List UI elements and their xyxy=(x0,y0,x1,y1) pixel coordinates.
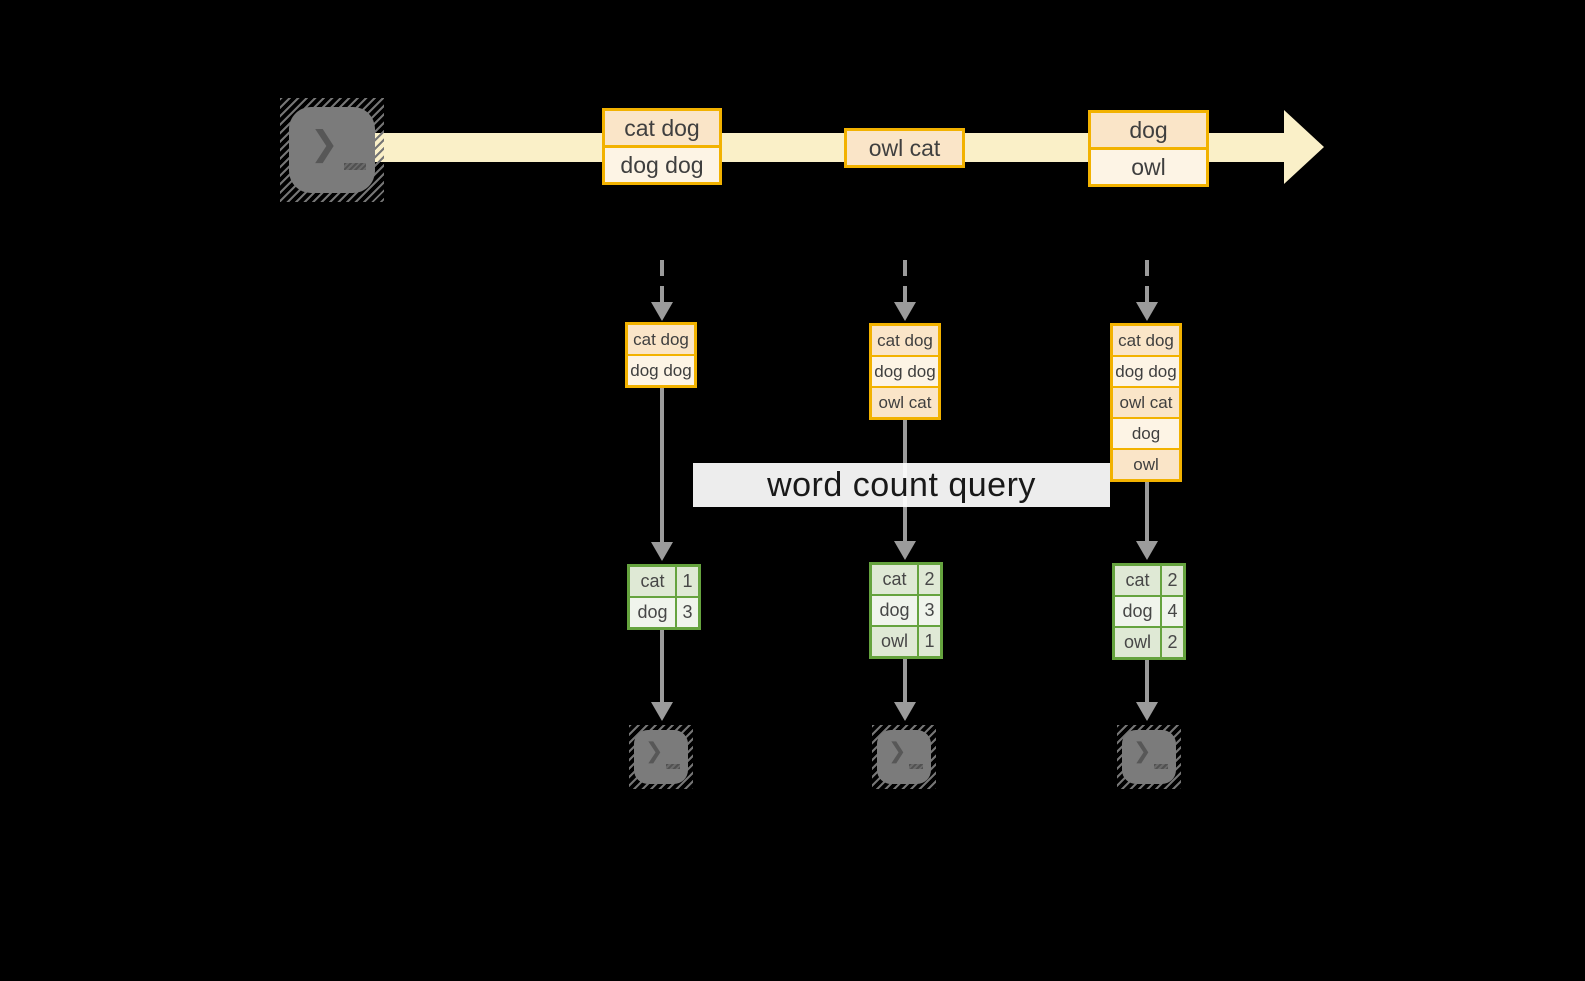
table-row: dog 3 xyxy=(630,596,698,627)
ingest-arrowhead-1-icon xyxy=(651,302,673,321)
terminal-prompt-icon: ❯ xyxy=(1133,738,1152,763)
input-record: cat dog xyxy=(872,326,938,355)
count-cell: 2 xyxy=(1160,566,1183,595)
table-row: cat 1 xyxy=(630,567,698,596)
stream-event-2: owl cat xyxy=(844,128,965,168)
ingest-arrow-1 xyxy=(660,260,664,304)
output-arrowhead-3-icon xyxy=(1136,702,1158,721)
process-arrowhead-1-icon xyxy=(651,542,673,561)
output-arrowhead-1-icon xyxy=(651,702,673,721)
output-terminal-icon-3: ❯ xyxy=(1117,725,1181,789)
worker-input-stack-3: cat dog dog dog owl cat dog owl xyxy=(1110,323,1182,482)
terminal-cursor-icon xyxy=(909,764,923,769)
count-cell: 2 xyxy=(1160,628,1183,657)
input-record: dog dog xyxy=(872,355,938,386)
word-count-table-2: cat 2 dog 3 owl 1 xyxy=(869,562,943,659)
worker-input-stack-1: cat dog dog dog xyxy=(625,322,697,388)
count-cell: 1 xyxy=(917,627,940,656)
worker-input-stack-2: cat dog dog dog owl cat xyxy=(869,323,941,420)
input-record: owl cat xyxy=(1113,386,1179,417)
terminal-cursor-icon xyxy=(666,764,680,769)
word-cell: owl xyxy=(1115,628,1160,657)
output-terminal-icon-1: ❯ xyxy=(629,725,693,789)
process-arrowhead-2-icon xyxy=(894,541,916,560)
stream-record: dog xyxy=(1091,113,1206,147)
word-cell: dog xyxy=(630,598,675,627)
input-record: dog dog xyxy=(1113,355,1179,386)
table-row: cat 2 xyxy=(872,565,940,594)
table-row: dog 4 xyxy=(1115,595,1183,626)
source-terminal-icon: ❯ xyxy=(280,98,384,202)
terminal-screen: ❯ xyxy=(289,107,375,193)
table-row: dog 3 xyxy=(872,594,940,625)
output-arrow-3 xyxy=(1145,660,1149,702)
word-count-table-1: cat 1 dog 3 xyxy=(627,564,701,630)
word-cell: dog xyxy=(1115,597,1160,626)
terminal-cursor-icon xyxy=(1154,764,1168,769)
count-cell: 3 xyxy=(675,598,698,627)
stream-record: owl xyxy=(1091,147,1206,184)
terminal-screen: ❯ xyxy=(1122,730,1176,784)
table-row: owl 2 xyxy=(1115,626,1183,657)
input-record: cat dog xyxy=(628,325,694,354)
input-record: cat dog xyxy=(1113,326,1179,355)
input-record: dog xyxy=(1113,417,1179,448)
output-arrowhead-2-icon xyxy=(894,702,916,721)
terminal-prompt-icon: ❯ xyxy=(645,738,664,763)
output-arrow-1 xyxy=(660,630,664,702)
ingest-arrowhead-3-icon xyxy=(1136,302,1158,321)
stream-event-1: cat dog dog dog xyxy=(602,108,722,185)
process-arrowhead-3-icon xyxy=(1136,541,1158,560)
word-cell: owl xyxy=(872,627,917,656)
table-row: cat 2 xyxy=(1115,566,1183,595)
terminal-cursor-icon xyxy=(344,163,366,170)
stream-event-3: dog owl xyxy=(1088,110,1209,187)
stream-record: cat dog xyxy=(605,111,719,145)
input-record: owl cat xyxy=(872,386,938,417)
word-cell: cat xyxy=(1115,566,1160,595)
terminal-prompt-icon: ❯ xyxy=(888,738,907,763)
input-record: owl xyxy=(1113,448,1179,479)
ingest-arrow-2 xyxy=(903,260,907,304)
input-record: dog dog xyxy=(628,354,694,385)
process-arrow-1 xyxy=(660,388,664,542)
query-label-band: word count query xyxy=(693,463,1110,507)
count-cell: 4 xyxy=(1160,597,1183,626)
output-terminal-icon-2: ❯ xyxy=(872,725,936,789)
terminal-prompt-icon: ❯ xyxy=(310,125,339,163)
ingest-arrow-3 xyxy=(1145,260,1149,304)
word-count-table-3: cat 2 dog 4 owl 2 xyxy=(1112,563,1186,660)
terminal-screen: ❯ xyxy=(877,730,931,784)
terminal-screen: ❯ xyxy=(634,730,688,784)
stream-arrowhead-icon xyxy=(1284,110,1324,184)
ingest-arrowhead-2-icon xyxy=(894,302,916,321)
word-cell: cat xyxy=(630,567,675,596)
table-row: owl 1 xyxy=(872,625,940,656)
word-cell: dog xyxy=(872,596,917,625)
count-cell: 3 xyxy=(917,596,940,625)
stream-record: dog dog xyxy=(605,145,719,182)
process-arrow-3 xyxy=(1145,482,1149,541)
query-label: word count query xyxy=(767,466,1036,504)
output-arrow-2 xyxy=(903,659,907,702)
count-cell: 1 xyxy=(675,567,698,596)
stream-record: owl cat xyxy=(847,131,962,165)
count-cell: 2 xyxy=(917,565,940,594)
word-cell: cat xyxy=(872,565,917,594)
